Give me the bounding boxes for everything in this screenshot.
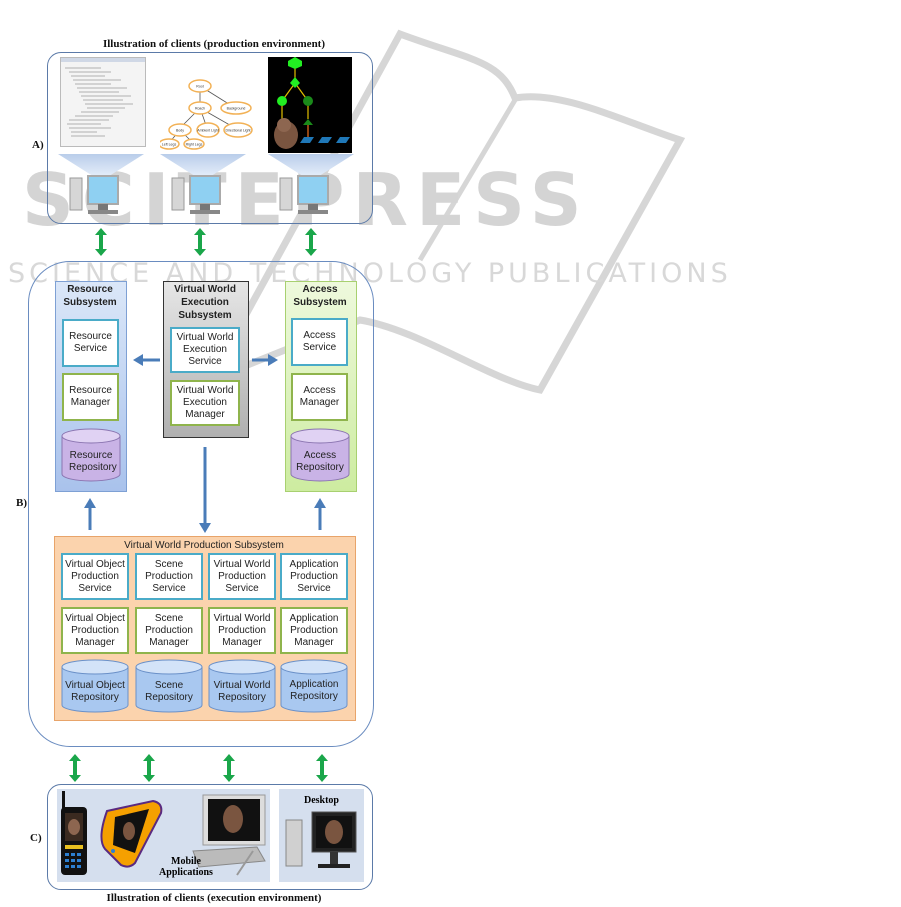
section-c-label: C) [30, 832, 42, 844]
scene-node-background [220, 101, 252, 115]
server-frame [28, 261, 374, 747]
scene-node-right-legs [183, 138, 205, 150]
scene-node-label: Roach [195, 107, 205, 111]
execution-service-box: Virtual World Execution Service [170, 327, 240, 373]
production-manager-box: Scene Production Manager [135, 607, 203, 654]
scene-node-label: Root [196, 85, 203, 89]
scene-node-root [188, 79, 212, 93]
database-cylinder-icon [61, 428, 121, 482]
resource-repository: Resource Repository [61, 428, 121, 482]
production-manager-box: Application Production Manager [280, 607, 348, 654]
desktop-computer-icon [279, 175, 329, 214]
resource-service-box: Resource Service [62, 319, 119, 367]
scene-node-label: Background [227, 107, 246, 111]
desktop-computer-icon [171, 175, 221, 214]
production-repository-label: Virtual World Repository [213, 680, 271, 703]
blue-arrows [84, 354, 326, 533]
resource-repository-label: Resource Repository [69, 450, 117, 473]
scene-node-left-legs [160, 138, 180, 150]
access-subsystem-title: Access Subsystem [293, 284, 347, 308]
database-cylinder-icon [208, 659, 276, 713]
arrow-left-icon [133, 354, 143, 366]
database-cylinder-icon [280, 659, 348, 713]
production-manager-box: Virtual Object Production Manager [61, 607, 129, 654]
scene-node-directional-light [223, 122, 253, 138]
production-service-box: Virtual Object Production Service [61, 553, 129, 600]
execution-clients-frame [47, 784, 373, 890]
production-service-box: Virtual World Production Service [208, 553, 276, 600]
tablet-pc-icon [192, 794, 266, 876]
scene-node-ambient-light [196, 122, 220, 138]
database-cylinder-icon [290, 428, 350, 482]
client-computers [58, 154, 354, 214]
production-service-box: Scene Production Service [135, 553, 203, 600]
production-repository-label: Scene Repository [145, 680, 193, 703]
tree-editor-screenshot [60, 57, 146, 147]
section-b-label: B) [16, 497, 27, 509]
production-clients-caption: Illustration of clients (production envi… [102, 38, 326, 50]
scene-node-label: Right Legs [186, 143, 203, 147]
mobile-phone-icon [61, 791, 87, 875]
production-repository: Virtual World Repository [208, 659, 276, 713]
resource-subsystem-title: Resource Subsystem [63, 284, 117, 308]
production-repository-label: Virtual Object Repository [65, 680, 125, 703]
double-arrow-icon [95, 228, 107, 256]
execution-manager-box: Virtual World Execution Manager [170, 380, 240, 426]
scene-node-label: Body [176, 129, 184, 133]
double-arrow-icon [194, 228, 206, 256]
scene-node-label: Directional Light [225, 129, 250, 133]
production-repository: Application Repository [280, 659, 348, 713]
double-arrow-icon [223, 754, 235, 782]
arrow-down-icon [199, 523, 211, 533]
production-repository: Scene Repository [135, 659, 203, 713]
scene-node-roach [188, 101, 212, 115]
access-manager-box: Access Manager [291, 373, 348, 421]
graph-root-node [288, 57, 302, 69]
mobile-devices [61, 791, 266, 876]
access-repository: Access Repository [290, 428, 350, 482]
access-repository-label: Access Repository [296, 450, 344, 473]
double-arrow-icon [143, 754, 155, 782]
double-arrow-icon [316, 754, 328, 782]
pda-icon [100, 799, 163, 868]
production-clients-frame [47, 52, 373, 224]
scene-node-label: Ambient Light [197, 129, 218, 133]
production-repository: Virtual Object Repository [61, 659, 129, 713]
database-cylinder-icon [61, 659, 129, 713]
double-arrow-icon [69, 754, 81, 782]
desktop-computer-icon [69, 175, 119, 214]
scene-node-body [168, 123, 192, 137]
production-service-box: Application Production Service [280, 553, 348, 600]
production-repository-label: Application Repository [289, 679, 339, 702]
double-arrow-icon [305, 228, 317, 256]
mobile-applications-label: Mobile Applications [159, 856, 213, 878]
scene-node-label: Left Legs [162, 143, 177, 147]
animation-graph-screenshot [268, 57, 352, 153]
desktop-label: Desktop [303, 795, 339, 806]
production-manager-box: Virtual World Production Manager [208, 607, 276, 654]
execution-subsystem-title: Virtual World Execution Subsystem [174, 284, 236, 321]
arrow-up-icon [84, 498, 96, 508]
database-cylinder-icon [135, 659, 203, 713]
desktop-computer-icon [285, 811, 357, 868]
arrow-right-icon [268, 354, 278, 366]
execution-clients-caption: Illustration of clients (execution envir… [106, 892, 322, 904]
tree-lines-icon [65, 67, 133, 137]
arrow-up-icon [314, 498, 326, 508]
section-a-label: A) [32, 139, 44, 151]
access-service-box: Access Service [291, 318, 348, 366]
production-subsystem-title: Virtual World Production Subsystem [124, 540, 284, 551]
resource-manager-box: Resource Manager [62, 373, 119, 421]
